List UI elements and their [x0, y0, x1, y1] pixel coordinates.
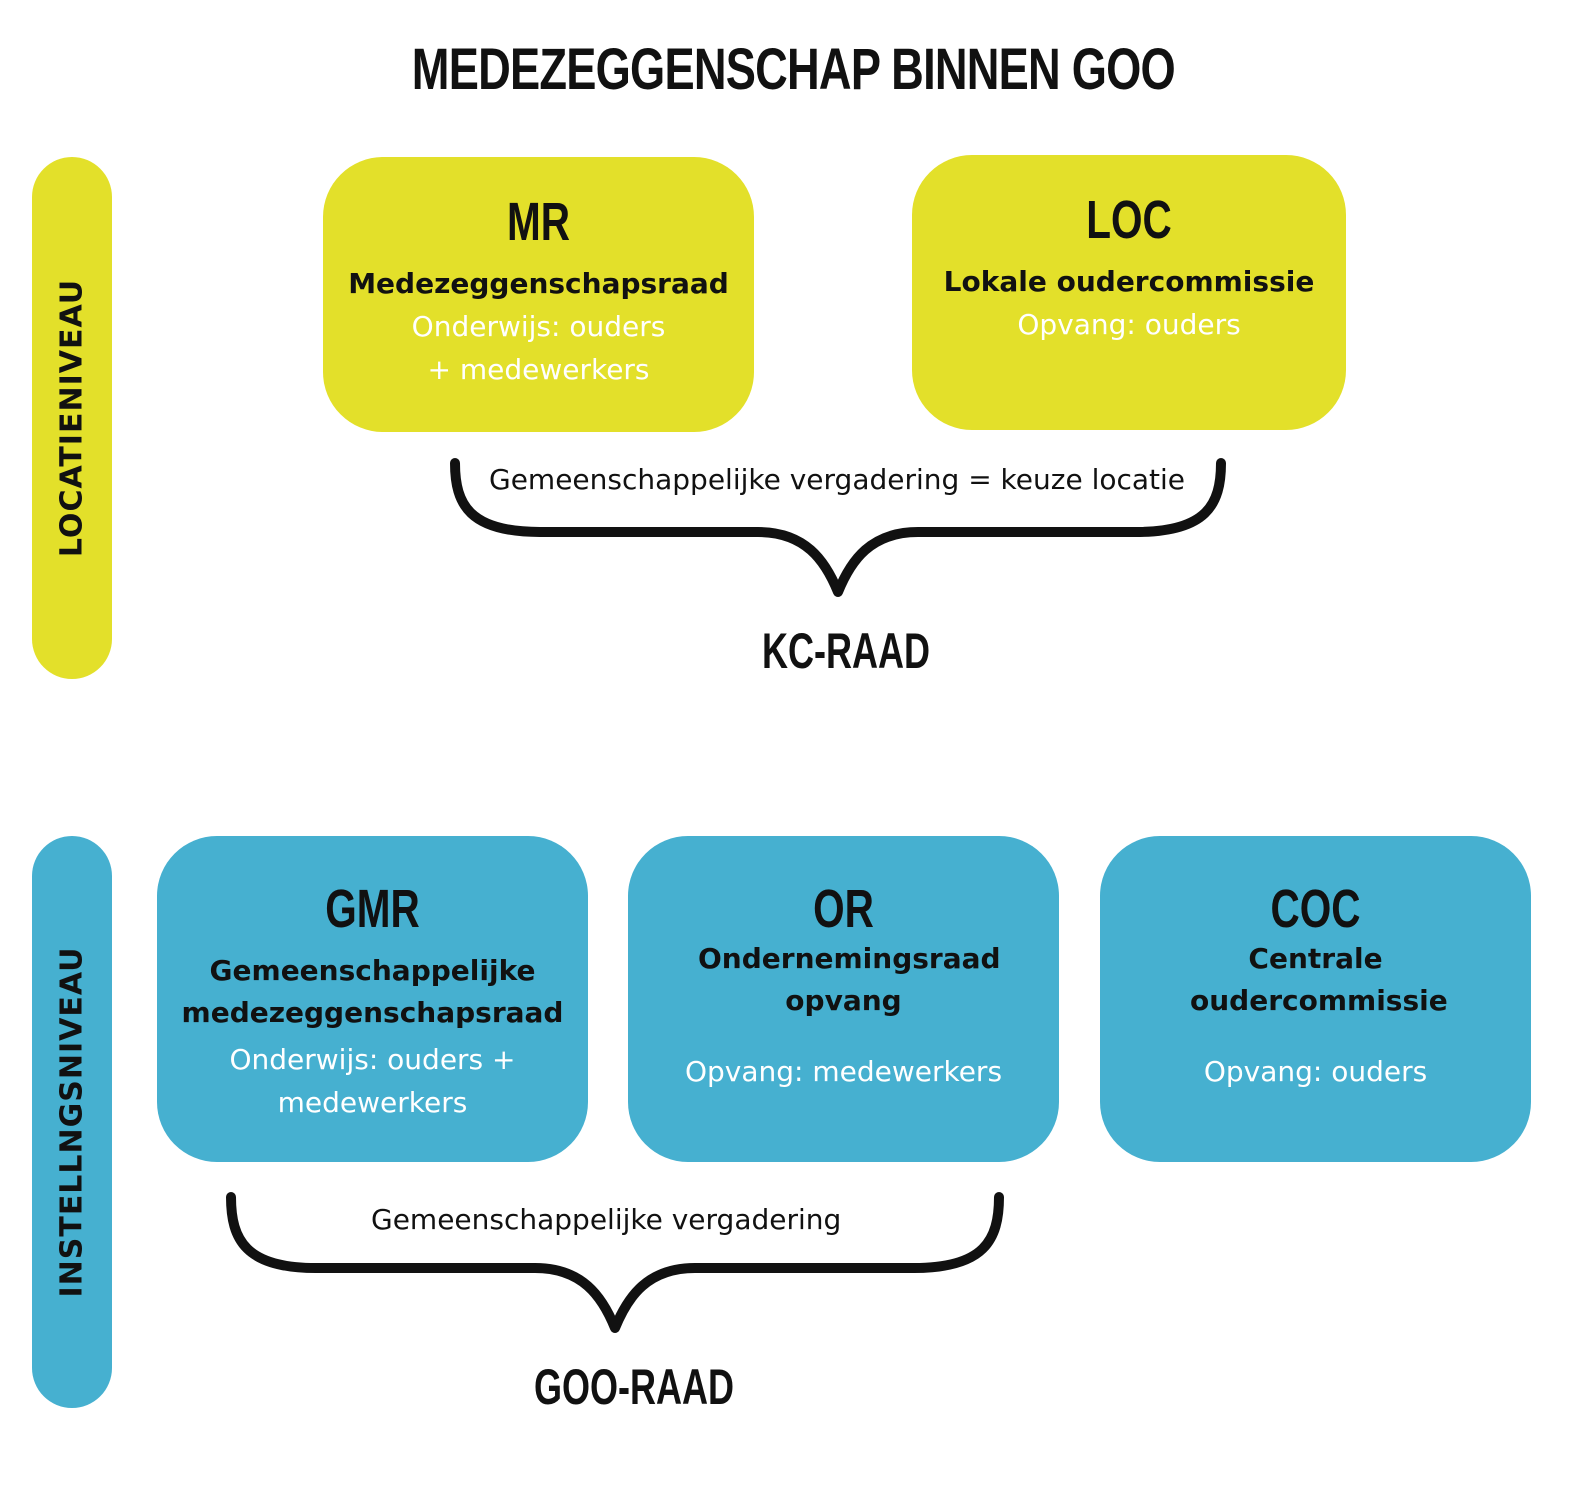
mr-desc: Onderwijs: ouders + medewerkers	[411, 310, 666, 386]
or-box: OR Ondernemingsraad opvang Opvang: medew…	[628, 836, 1059, 1162]
or-desc: Opvang: medewerkers	[684, 1055, 1003, 1088]
coc-abbr: COC	[1270, 879, 1361, 939]
location-brace	[450, 458, 1226, 597]
goo-raad-label: GOO-RAAD	[534, 1359, 734, 1415]
mr-name: Medezeggenschapsraad	[348, 267, 729, 300]
loc-abbr: LOC	[1086, 190, 1172, 250]
institution-brace-label: Gemeenschappelijke vergadering	[371, 1203, 842, 1236]
loc-name: Lokale oudercommissie	[943, 265, 1315, 298]
coc-name: Centrale oudercommissie	[1190, 942, 1448, 1017]
location-brace-label: Gemeenschappelijke vergadering = keuze l…	[489, 463, 1186, 496]
or-abbr: OR	[813, 879, 874, 939]
gmr-name: Gemeenschappelijke medezeggenschapsraad	[181, 954, 564, 1029]
institution-level-bar: INSTELLNGSNIVEAU	[32, 836, 112, 1408]
institution-brace	[226, 1192, 1004, 1333]
coc-box: COC Centrale oudercommissie Opvang: oude…	[1100, 836, 1531, 1162]
mr-box: MR Medezeggenschapsraad Onderwijs: ouder…	[323, 157, 754, 432]
loc-box: LOC Lokale oudercommissie Opvang: ouders	[912, 155, 1346, 430]
or-name: Ondernemingsraad opvang	[698, 942, 1001, 1017]
location-level-bar: LOCATIENIVEAU	[32, 157, 112, 679]
gmr-abbr: GMR	[325, 879, 420, 939]
coc-desc: Opvang: ouders	[1203, 1055, 1428, 1088]
loc-desc: Opvang: ouders	[1017, 308, 1241, 341]
diagram-title: MEDEZEGGENSCHAP BINNEN GOO	[411, 37, 1176, 102]
kc-raad-label: KC-RAAD	[762, 623, 930, 679]
mr-abbr: MR	[507, 192, 570, 252]
gmr-desc: Onderwijs: ouders + medewerkers	[229, 1043, 516, 1119]
gmr-box: GMR Gemeenschappelijke medezeggenschapsr…	[157, 836, 588, 1162]
